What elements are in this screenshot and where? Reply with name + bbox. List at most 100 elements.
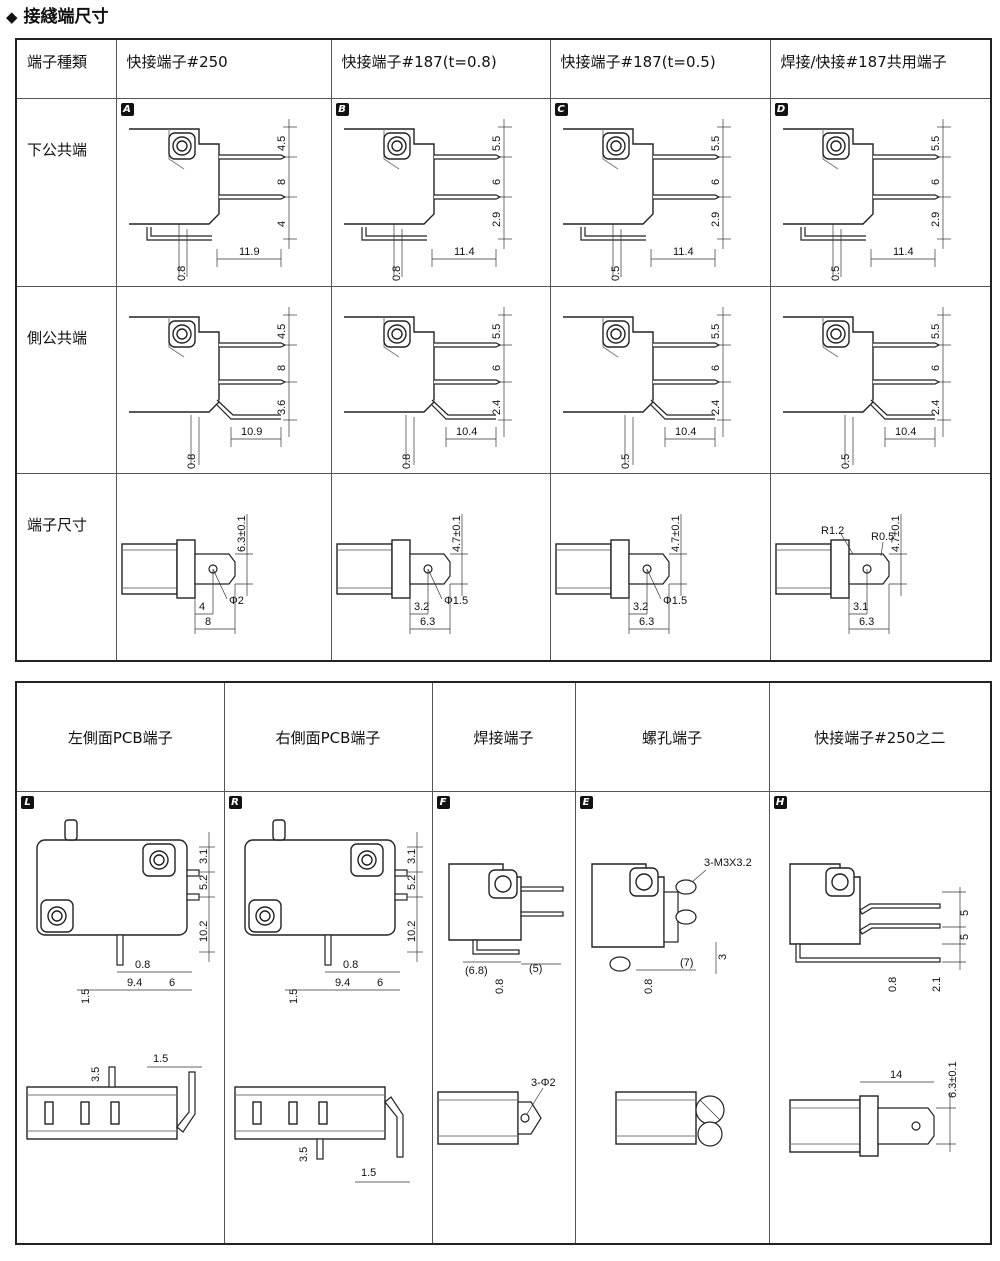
dim-c: 6 xyxy=(169,977,175,989)
dim-thickness: 0.8 xyxy=(186,454,198,469)
dim-3: 10.2 xyxy=(406,921,418,942)
header-left-pcb: 左側面PCB端子 xyxy=(15,681,225,792)
dim-pitch-1: 4.5 xyxy=(276,136,288,151)
solder-tab-1 xyxy=(519,886,564,892)
header-187-08: 快接端子#187(t=0.8) xyxy=(330,38,551,99)
dim-f: 3.5 xyxy=(298,1147,310,1162)
diagram-badge: F xyxy=(436,796,450,809)
dim-2: 5 xyxy=(959,934,971,940)
dim-radius-1: R1.2 xyxy=(821,525,844,537)
dim-pitch-2: 6 xyxy=(710,179,722,185)
side-pcb-pin xyxy=(108,1066,116,1088)
dim-pitch-1: 5.5 xyxy=(930,136,942,151)
terminal-base xyxy=(390,539,411,599)
terminal-blade xyxy=(652,194,720,200)
dim-hole: 3-Φ2 xyxy=(531,1077,556,1089)
switch-body xyxy=(343,128,435,225)
dim-offset: 2.9 xyxy=(710,212,722,227)
diagram-badge: B xyxy=(335,103,349,116)
section-heading: ◆接綫端尺寸 xyxy=(6,2,109,27)
bottom-terminal-inner xyxy=(803,227,866,237)
side-terminal-inner xyxy=(650,399,715,416)
terminal-blade xyxy=(433,342,501,348)
terminal-base xyxy=(175,539,196,599)
terminal-blade xyxy=(872,194,940,200)
row-label-side-common: 側公共端 xyxy=(15,286,117,474)
dimension-line xyxy=(427,568,442,600)
pcb-pin-2 xyxy=(393,893,408,901)
dim-thickness: 0.8 xyxy=(176,266,188,281)
dimension-line xyxy=(699,1099,720,1121)
dim-pitch-1: 5.5 xyxy=(491,324,503,339)
terminal-blade xyxy=(218,379,286,385)
diagram-svg: 4.583.610.90.8 xyxy=(128,307,297,469)
dim-e: 1.5 xyxy=(80,989,92,1004)
mount-hole xyxy=(493,875,512,893)
dim-pitch-1: 5.5 xyxy=(710,136,722,151)
dim-length: 14 xyxy=(890,1069,902,1081)
dim-b: 3 xyxy=(717,954,729,960)
dim-b: 9.4 xyxy=(127,977,142,989)
dim-pitch-2: 6 xyxy=(710,365,722,371)
row-label-bottom-common: 下公共端 xyxy=(15,98,117,287)
diagram-svg: 5.562.410.40.8 xyxy=(343,307,512,469)
qc-terminal-2 xyxy=(858,923,941,935)
terminal-base xyxy=(609,539,630,599)
diagram-badge: A xyxy=(120,103,134,116)
screw-bottom xyxy=(696,1121,723,1147)
diagram-badge: R xyxy=(228,796,242,809)
side-terminal-inner xyxy=(216,399,281,416)
qc-terminal-1 xyxy=(858,903,941,915)
dim-length: 11.4 xyxy=(893,246,914,258)
solder-hole xyxy=(519,1113,530,1123)
dimension-line xyxy=(691,869,706,883)
dim-offset: 2.9 xyxy=(491,212,503,227)
mount-hole-1-inner xyxy=(360,854,373,866)
terminal-table-1: 端子種類 快接端子#250 快接端子#187(t=0.8) 快接端子#187(t… xyxy=(15,38,992,662)
mount-hole xyxy=(830,873,849,891)
diagram-svg: 5.562.410.40.5 xyxy=(562,307,731,469)
dim-pitch-1: 5.5 xyxy=(491,136,503,151)
dim-thickness: 0.5 xyxy=(830,266,842,281)
side-pin-0 xyxy=(44,1101,54,1125)
dim-e: 2.1 xyxy=(931,977,943,992)
dim-pitch-1: 4.5 xyxy=(276,324,288,339)
mount-hole-inner xyxy=(609,140,622,152)
pcb-pin-1 xyxy=(186,869,200,877)
bottom-terminal-inner xyxy=(583,227,646,237)
mount-hole-inner xyxy=(829,140,842,152)
dim-1: 3.1 xyxy=(198,849,210,864)
dimension-line xyxy=(646,568,661,600)
diagram-svg: 5.562.911.40.5 xyxy=(562,119,731,281)
dim-2: 5.2 xyxy=(406,875,418,890)
dim-a: (6.8) xyxy=(465,965,488,977)
dim-a: 0.8 xyxy=(135,959,150,971)
dim-pitch-2: 6 xyxy=(491,365,503,371)
side-pin-2 xyxy=(317,1101,328,1125)
side-pin-1 xyxy=(80,1101,90,1125)
switch-body xyxy=(782,316,874,413)
side-pin-2 xyxy=(110,1101,120,1125)
diagram-svg: 5.562.911.40.8 xyxy=(343,119,512,281)
dim-hole-pos: 4 xyxy=(199,601,205,613)
dim-c: 6 xyxy=(377,977,383,989)
dim-thickness: 0.8 xyxy=(401,454,413,469)
dim-pitch-2: 8 xyxy=(276,179,288,185)
mount-hole-inner xyxy=(390,328,403,340)
dim-offset: 3.6 xyxy=(276,400,288,415)
terminal-blade xyxy=(872,379,940,385)
mount-hole-2-inner xyxy=(258,910,271,922)
terminal-base xyxy=(858,1095,879,1157)
terminal-blade xyxy=(433,379,501,385)
mount-hole-inner xyxy=(609,328,622,340)
switch-body xyxy=(128,316,220,413)
diagram-badge: C xyxy=(554,103,568,116)
side-pin-0 xyxy=(251,1101,262,1125)
